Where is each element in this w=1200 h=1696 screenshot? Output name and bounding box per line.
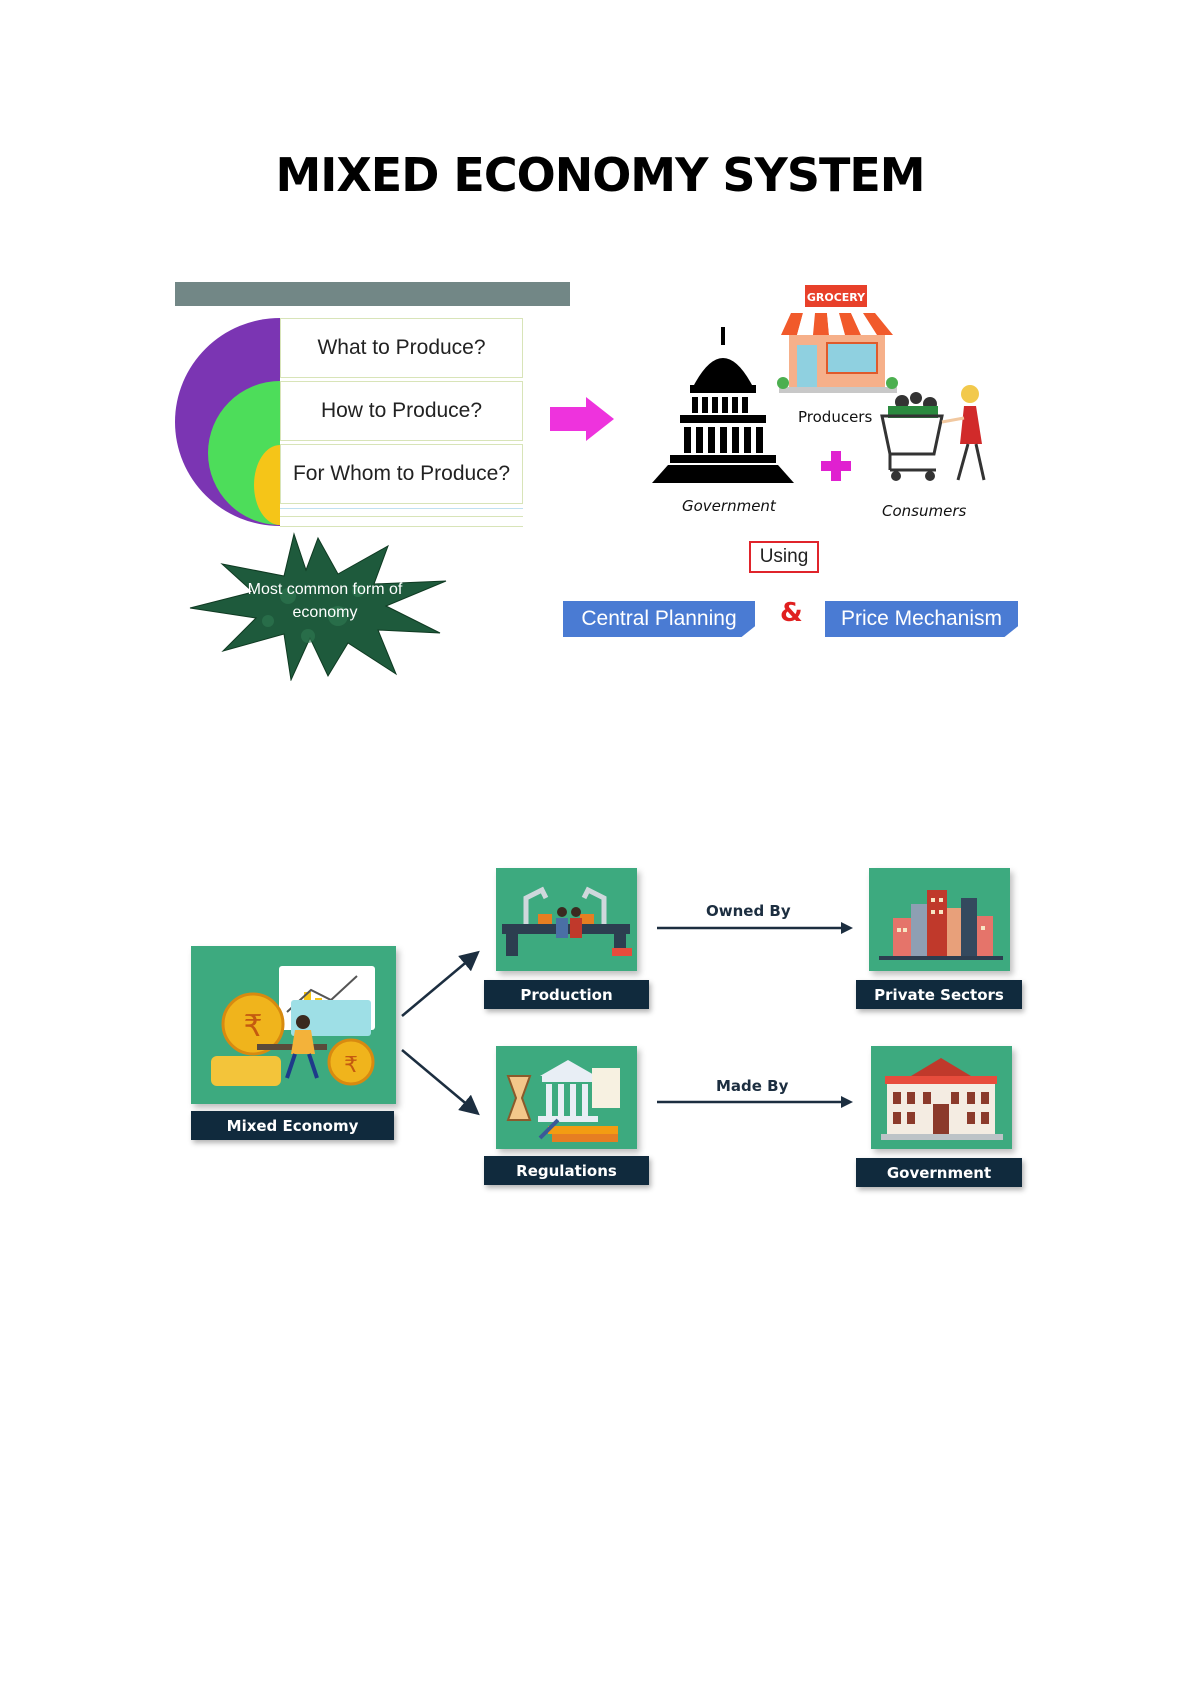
inner-arc: [254, 445, 280, 525]
branch-arrows: [401, 950, 480, 1116]
production-label: Production: [484, 980, 649, 1009]
right-arrow-icon: [550, 397, 614, 441]
central-planning-box: Central Planning: [563, 601, 755, 637]
header-bar: [175, 282, 570, 306]
nested-arcs: [175, 318, 280, 526]
page-title: MIXED ECONOMY SYSTEM: [275, 148, 925, 202]
regulations-label: Regulations: [484, 1156, 649, 1185]
capitol-building-icon: [652, 327, 794, 483]
made-by-label: Made By: [716, 1077, 789, 1095]
grocery-store-icon: GROCERY: [777, 285, 898, 393]
star-label-line1: Most common form of: [247, 581, 403, 598]
question-how: How to Produce?: [280, 381, 523, 441]
arrow-to-production: [401, 950, 480, 1017]
star-label: Most common form of economy: [220, 578, 430, 624]
star-label-line2: economy: [292, 604, 358, 621]
question-whom: For Whom to Produce?: [280, 444, 523, 504]
consumers-caption: Consumers: [882, 502, 967, 520]
consumer-shopping-cart-icon: [880, 385, 986, 481]
made-by-arrow: [657, 1096, 853, 1108]
private-sectors-illustration: [869, 868, 1010, 971]
government-label: Government: [856, 1158, 1022, 1187]
plus-icon: [821, 451, 851, 481]
question-divider: [280, 526, 523, 527]
government-building-illustration: [871, 1046, 1012, 1149]
svg-text:₹: ₹: [344, 1053, 358, 1078]
producers-caption: Producers: [798, 408, 873, 426]
mixed-economy-illustration: ₹ ₹: [191, 946, 396, 1104]
regulations-illustration: [496, 1046, 637, 1149]
ampersand: &: [780, 598, 803, 628]
mixed-economy-label: Mixed Economy: [191, 1111, 394, 1140]
using-label: Using: [749, 541, 819, 573]
private-sectors-label: Private Sectors: [856, 980, 1022, 1009]
owned-by-arrow: [657, 922, 853, 934]
grocery-sign-text: GROCERY: [807, 291, 866, 304]
production-illustration: [496, 868, 637, 971]
government-caption: Government: [682, 497, 776, 515]
question-divider: [280, 508, 523, 509]
price-mechanism-box: Price Mechanism: [825, 601, 1018, 637]
question-what: What to Produce?: [280, 318, 523, 378]
svg-text:₹: ₹: [243, 1009, 262, 1044]
question-divider: [280, 516, 523, 517]
star-burst: [189, 532, 447, 681]
owned-by-label: Owned By: [706, 902, 791, 920]
arrow-to-regulations: [401, 1049, 480, 1116]
